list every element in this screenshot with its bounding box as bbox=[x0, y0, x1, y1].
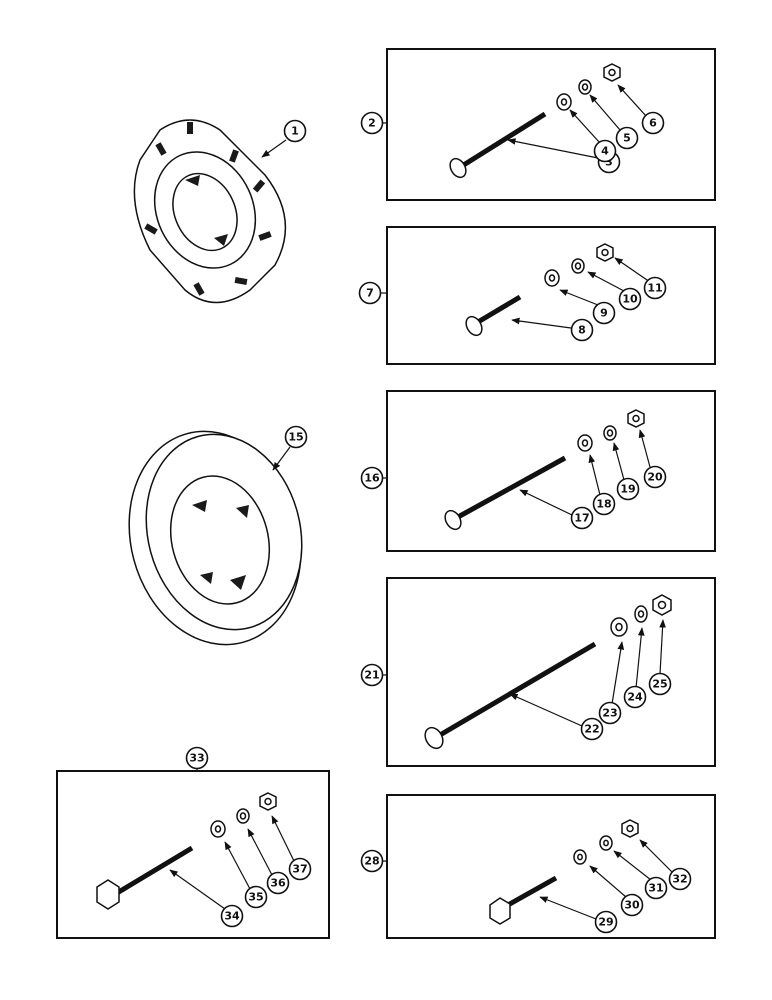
washer-9 bbox=[544, 269, 560, 287]
svg-text:5: 5 bbox=[623, 132, 631, 145]
svg-text:23: 23 bbox=[602, 707, 617, 720]
carriage-bolt-17 bbox=[444, 455, 567, 531]
callout-21: 21 bbox=[360, 663, 387, 687]
washer-18 bbox=[577, 434, 593, 452]
nut-20 bbox=[627, 409, 645, 428]
nut-6 bbox=[603, 63, 621, 82]
wheel-weight-ring bbox=[128, 430, 303, 646]
svg-text:37: 37 bbox=[292, 863, 307, 876]
callout-24: 24 bbox=[623, 627, 647, 709]
svg-text:7: 7 bbox=[366, 287, 374, 300]
callout-7: 7 bbox=[358, 281, 387, 305]
washer-30 bbox=[573, 849, 587, 865]
svg-text:24: 24 bbox=[627, 691, 643, 704]
lock-washer-10 bbox=[571, 258, 585, 274]
svg-text:33: 33 bbox=[189, 752, 204, 765]
washer-4 bbox=[556, 93, 572, 111]
svg-text:17: 17 bbox=[574, 512, 589, 525]
svg-text:10: 10 bbox=[622, 293, 638, 306]
callout-30: 30 bbox=[589, 865, 644, 917]
callout-10: 10 bbox=[587, 271, 642, 311]
callout-32: 32 bbox=[639, 839, 692, 891]
svg-text:32: 32 bbox=[672, 873, 687, 886]
callout-36: 36 bbox=[247, 828, 290, 895]
callout-15: 15 bbox=[272, 425, 308, 471]
callout-37: 37 bbox=[271, 815, 312, 881]
svg-text:3: 3 bbox=[605, 156, 613, 169]
svg-text:21: 21 bbox=[364, 669, 379, 682]
callout-6: 6 bbox=[617, 84, 665, 135]
svg-text:6: 6 bbox=[649, 117, 657, 130]
callout-34: 34 bbox=[169, 869, 244, 928]
hardware-box-28 bbox=[386, 794, 716, 939]
svg-text:1: 1 bbox=[291, 125, 299, 138]
lock-washer-19 bbox=[603, 425, 617, 441]
svg-text:4: 4 bbox=[601, 145, 609, 158]
lock-washer-24 bbox=[634, 605, 648, 623]
hardware-box-16 bbox=[386, 390, 716, 552]
svg-text:15: 15 bbox=[288, 431, 303, 444]
callout-29: 29 bbox=[539, 896, 618, 934]
nut-32 bbox=[621, 819, 639, 838]
svg-text:18: 18 bbox=[596, 498, 611, 511]
svg-text:8: 8 bbox=[578, 324, 586, 337]
svg-text:28: 28 bbox=[364, 855, 379, 868]
hardware-box-2 bbox=[386, 48, 716, 201]
lock-washer-5 bbox=[578, 79, 592, 95]
callout-9: 9 bbox=[559, 289, 616, 325]
svg-text:25: 25 bbox=[652, 678, 667, 691]
hardware-box-7 bbox=[386, 226, 716, 365]
nut-37 bbox=[259, 792, 277, 811]
svg-text:29: 29 bbox=[598, 916, 613, 929]
callout-23: 23 bbox=[598, 641, 625, 725]
svg-text:34: 34 bbox=[224, 910, 240, 923]
callout-8: 8 bbox=[511, 317, 594, 342]
carriage-bolt-22 bbox=[424, 641, 597, 750]
washer-23 bbox=[610, 617, 628, 637]
nut-25 bbox=[652, 594, 672, 616]
callout-28: 28 bbox=[360, 849, 387, 873]
svg-text:11: 11 bbox=[647, 282, 662, 295]
wheel-weight-plate bbox=[133, 119, 287, 304]
svg-text:9: 9 bbox=[600, 307, 608, 320]
lock-washer-31 bbox=[599, 835, 613, 851]
callout-31: 31 bbox=[613, 850, 668, 900]
callout-16: 16 bbox=[360, 466, 387, 490]
callout-1: 1 bbox=[261, 119, 307, 158]
svg-text:36: 36 bbox=[270, 877, 286, 890]
callout-5: 5 bbox=[589, 94, 639, 150]
callout-25: 25 bbox=[648, 619, 672, 696]
carriage-bolt-3 bbox=[449, 111, 547, 179]
callout-18: 18 bbox=[588, 454, 616, 516]
hardware-box-21 bbox=[386, 577, 716, 767]
hex-bolt-29 bbox=[489, 875, 558, 925]
callout-17: 17 bbox=[519, 489, 594, 530]
callout-19: 19 bbox=[612, 442, 640, 501]
svg-text:30: 30 bbox=[624, 899, 640, 912]
svg-text:20: 20 bbox=[647, 471, 663, 484]
callout-20: 20 bbox=[638, 429, 667, 489]
svg-text:31: 31 bbox=[648, 882, 663, 895]
callout-33: 33 bbox=[185, 746, 209, 771]
callout-22: 22 bbox=[509, 693, 604, 741]
svg-text:22: 22 bbox=[584, 723, 599, 736]
svg-text:35: 35 bbox=[248, 891, 263, 904]
carriage-bolt-8 bbox=[465, 294, 522, 337]
lock-washer-36 bbox=[236, 808, 250, 824]
callout-11: 11 bbox=[614, 257, 667, 300]
hardware-box-33 bbox=[56, 770, 330, 939]
callout-4: 4 bbox=[569, 109, 617, 163]
callout-35: 35 bbox=[224, 841, 268, 909]
svg-text:2: 2 bbox=[368, 117, 376, 130]
svg-text:19: 19 bbox=[620, 483, 635, 496]
svg-text:16: 16 bbox=[364, 472, 380, 485]
callout-2: 2 bbox=[360, 111, 387, 135]
washer-35 bbox=[210, 820, 226, 838]
nut-11 bbox=[596, 243, 614, 262]
hex-bolt-34 bbox=[96, 845, 194, 910]
